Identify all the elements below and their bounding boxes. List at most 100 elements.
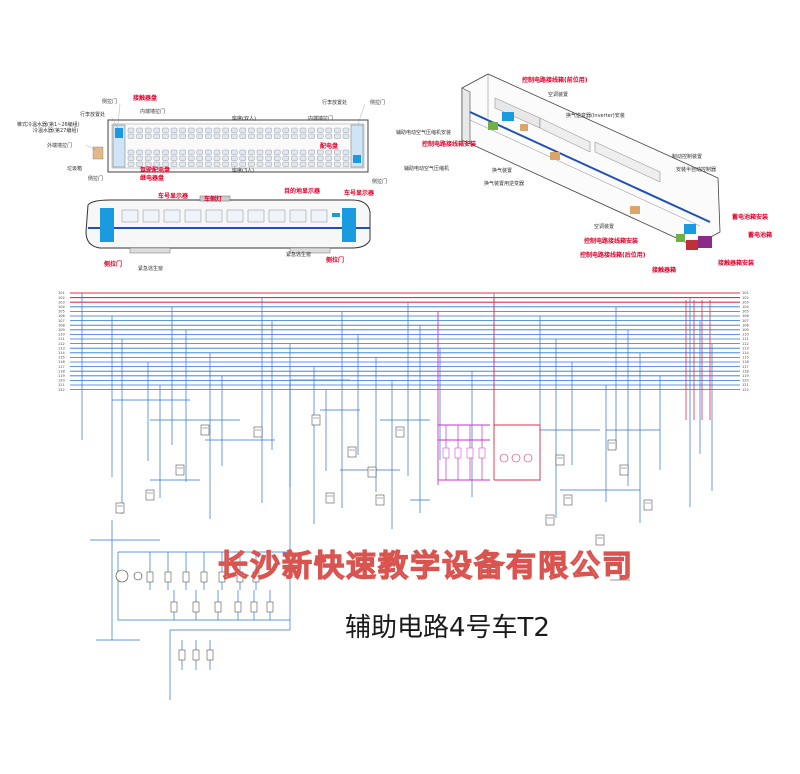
seat [291, 155, 298, 161]
component [250, 601, 258, 613]
seat [136, 149, 143, 155]
seat [222, 155, 229, 161]
bus-label-left: 105 [58, 310, 65, 314]
plan-label-1: 行李放置处 [80, 111, 105, 118]
component [466, 447, 474, 459]
seat [239, 155, 246, 161]
seat [239, 161, 246, 167]
bus-label-left: 101 [58, 291, 65, 295]
seat [291, 127, 298, 133]
seat [196, 161, 203, 167]
component [643, 499, 653, 511]
component [375, 494, 385, 506]
seat [308, 149, 315, 155]
plan-label-red-3: 配电盘 [320, 142, 338, 150]
seat [334, 133, 341, 139]
seat [299, 161, 307, 167]
plan-label-0: 侧拉门 [102, 98, 117, 105]
bus-label-left: 109 [58, 328, 65, 332]
seat [342, 127, 350, 133]
seat [170, 161, 178, 167]
seat [299, 149, 307, 155]
seat [325, 149, 332, 155]
watermark: 长沙新快速教学设备有限公司 [218, 549, 634, 584]
seat [188, 149, 195, 155]
bus-label-right: 111 [742, 337, 749, 341]
seat [136, 161, 143, 167]
seat [342, 133, 350, 139]
iso-label-6: 制动控制装置 [672, 153, 702, 160]
component [252, 571, 260, 583]
seat [145, 133, 152, 139]
bus-label-right: 117 [742, 365, 749, 369]
seat [291, 133, 298, 139]
component [218, 571, 226, 583]
seat [213, 149, 221, 155]
side-window [184, 209, 202, 223]
iso-label-1: 换气逆变器(Inverter)安装 [566, 112, 625, 119]
bus-label-left: 115 [58, 356, 65, 360]
bus-label-left: 113 [58, 346, 65, 350]
diagram-title: 辅助电路4号车T2 [345, 613, 550, 643]
plan-label-10: 行李放置处 [322, 99, 347, 106]
component [115, 502, 125, 514]
seat [136, 155, 143, 161]
seat [342, 155, 350, 161]
bus-label-left: 121 [58, 383, 65, 387]
seat [205, 161, 212, 167]
seat [282, 155, 289, 161]
component [200, 424, 210, 436]
seat [317, 133, 324, 139]
component [619, 464, 629, 476]
iso-label-red-3: 控制电路接线箱(后位用) [580, 251, 646, 259]
component [146, 571, 154, 583]
seat [205, 155, 212, 161]
seat [334, 161, 341, 167]
side-window [268, 209, 286, 223]
seat [317, 127, 324, 133]
bus-label-right: 106 [742, 314, 749, 318]
seat [179, 155, 186, 161]
motor [499, 453, 509, 463]
seat [248, 155, 255, 161]
component [234, 601, 242, 613]
seat [325, 161, 332, 167]
seat [291, 161, 298, 167]
seat [308, 127, 315, 133]
bus-label-left: 110 [58, 333, 65, 337]
seat [145, 127, 152, 133]
seat [145, 149, 152, 155]
plan-view: 接触器盘 驾驶配电盘 继电器盘 配电盘 侧拉门 行李放置处 帷式冷温水器(第1~… [17, 94, 387, 185]
seat [153, 161, 160, 167]
seat [274, 133, 281, 139]
seat [188, 155, 195, 161]
seat [127, 127, 135, 133]
motor [511, 453, 521, 463]
bus-label-right: 119 [742, 374, 749, 378]
plan-label-8: 座席(双人) [232, 115, 256, 122]
bus-label-right: 118 [742, 369, 749, 373]
iso-label-red-1: 控制电路接线箱安装 [422, 140, 476, 148]
seat [265, 127, 272, 133]
seat [282, 161, 289, 167]
seat [334, 149, 341, 155]
bus-label-right: 108 [742, 323, 749, 327]
seat [222, 161, 229, 167]
seat [136, 127, 143, 133]
iso-label-red-7: 蓄电池箱 [748, 231, 772, 239]
bus-label-left: 108 [58, 323, 65, 327]
seat [282, 149, 289, 155]
seat [179, 127, 186, 133]
seat [222, 127, 229, 133]
bus-label-left: 116 [58, 360, 65, 364]
seat [256, 127, 264, 133]
bus-lines [70, 292, 740, 391]
component [170, 601, 178, 613]
seat [274, 127, 281, 133]
seat [325, 133, 332, 139]
iso-label-red-0: 控制电路接线箱(前位用) [522, 76, 588, 84]
seat [248, 149, 255, 155]
seat [334, 127, 341, 133]
component [178, 649, 186, 661]
bus-label-left: 106 [58, 314, 65, 318]
